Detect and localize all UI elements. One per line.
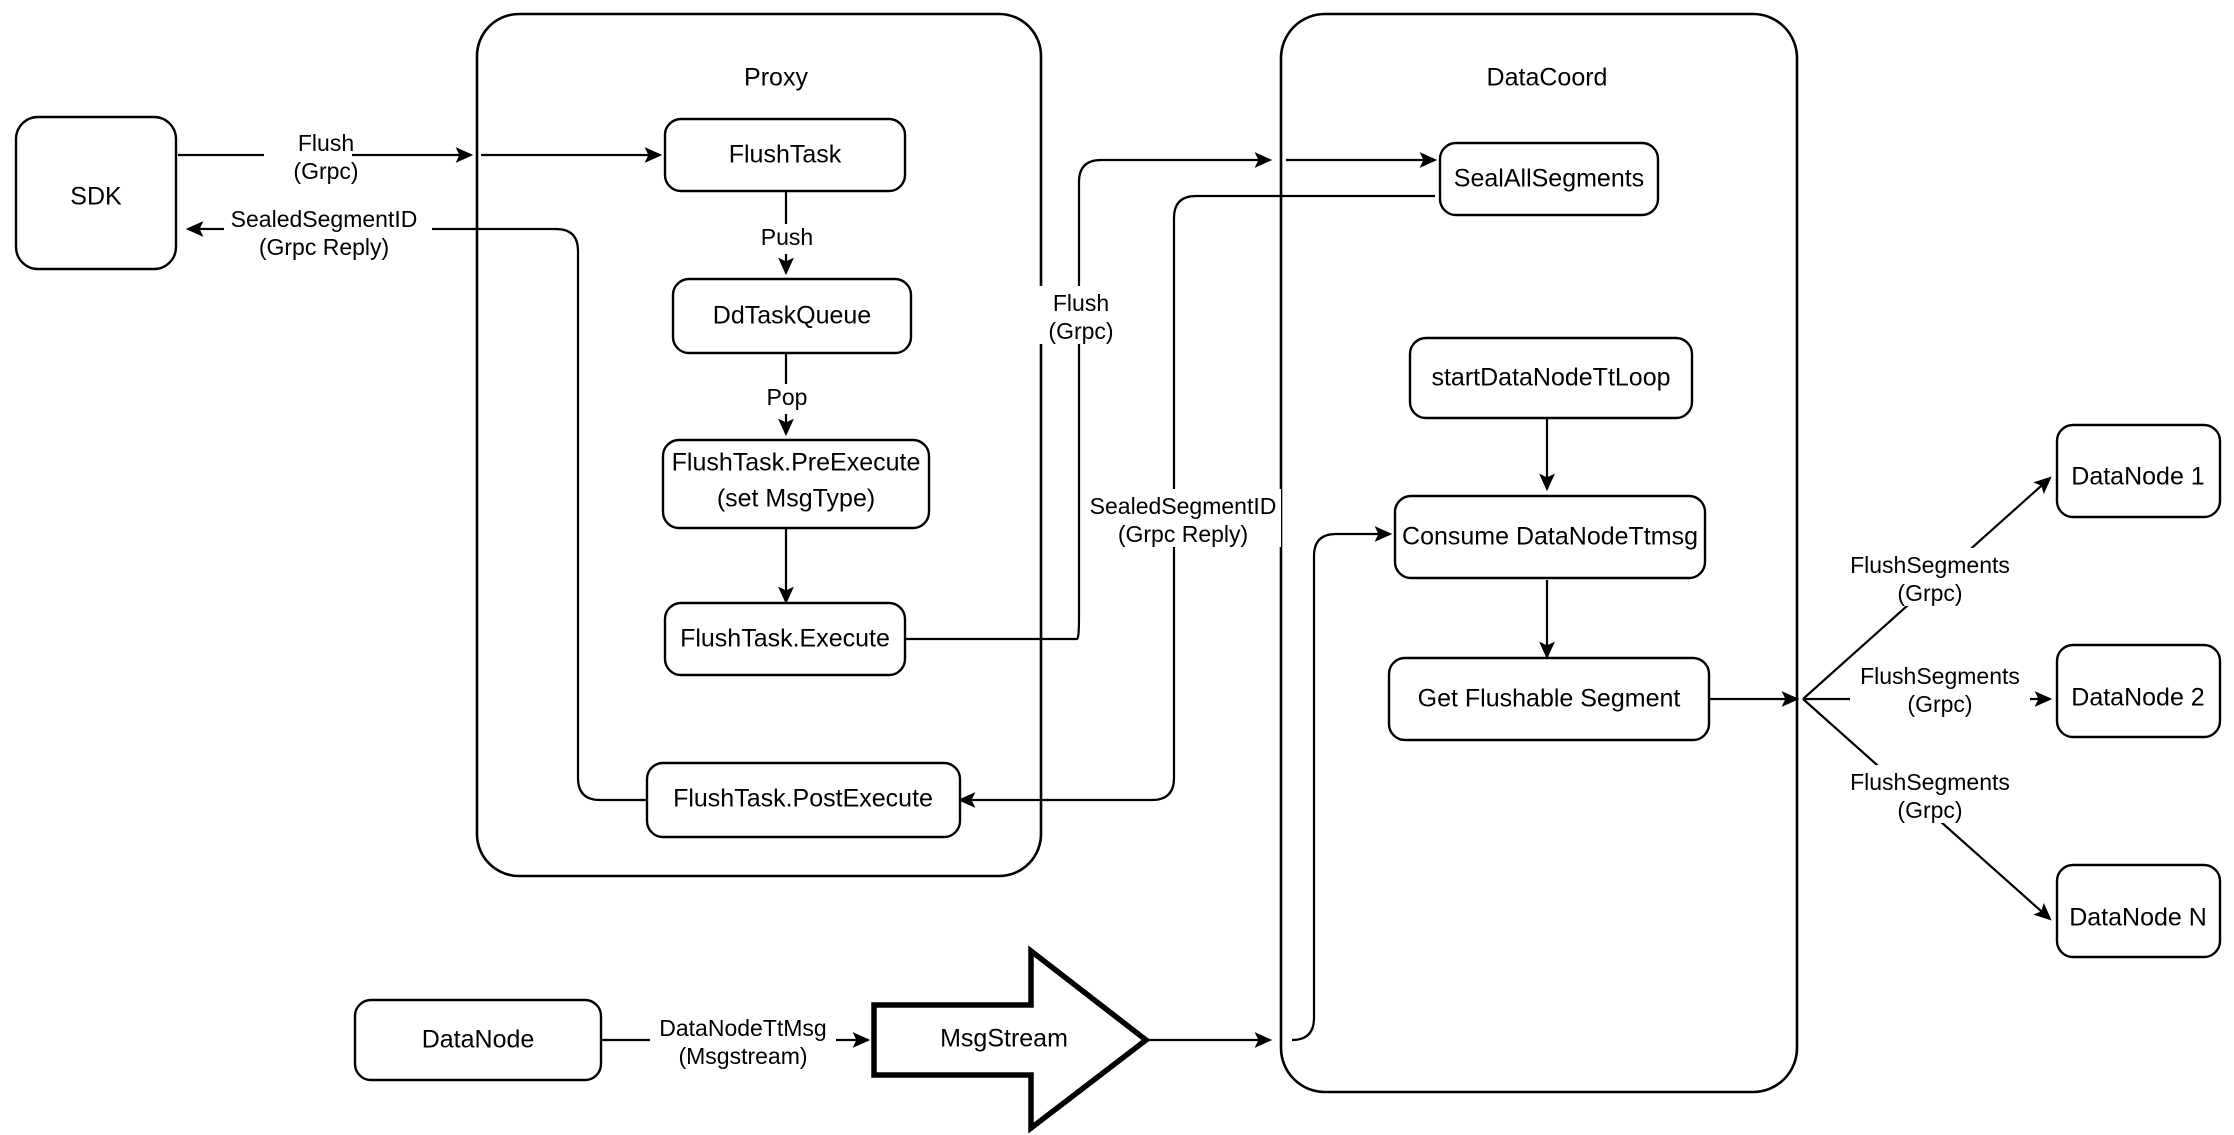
edge-label-ttmsg-line1: DataNodeTtMsg [659, 1015, 826, 1041]
proxy-container-title: Proxy [744, 64, 808, 92]
edge-label-mid-flush-line1: Flush [1053, 290, 1109, 316]
edge-label-sdk-flush-line1: Flush [298, 130, 354, 156]
node-seal-all-segments[interactable]: SealAllSegments [1438, 141, 1660, 217]
node-consume-ttmsg-label: Consume DataNodeTtmsg [1402, 523, 1698, 551]
node-datanode-n-label: DataNode N [2069, 904, 2207, 932]
edge-execute-to-datacoord-flush [905, 152, 1273, 641]
edge-sealallsegments-reply-to-postexecute [957, 194, 1435, 808]
edge-label-flush-segments-1-line1: FlushSegments [1850, 552, 2010, 578]
edge-label-mid-reply-line1: SealedSegmentID [1090, 493, 1277, 519]
node-flushtask-execute[interactable]: FlushTask.Execute [663, 601, 907, 677]
edge-datacoord-boundary-to-consume [1291, 526, 1393, 1042]
node-seal-all-segments-label: SealAllSegments [1454, 165, 1644, 193]
edge-label-mid-flush: Flush (Grpc) [1039, 286, 1125, 344]
edge-label-flush-segments-2-line2: (Grpc) [1907, 691, 1972, 717]
node-preexecute-label-line2: (set MsgType) [717, 485, 875, 513]
node-get-flushable-segment[interactable]: Get Flushable Segment [1387, 656, 1711, 742]
node-datanode-1-label: DataNode 1 [2071, 463, 2204, 491]
node-consume-datanode-ttmsg[interactable]: Consume DataNodeTtmsg [1393, 494, 1707, 580]
node-flushtask-preexecute[interactable]: FlushTask.PreExecute (set MsgType) [661, 438, 931, 530]
node-postexecute-label: FlushTask.PostExecute [673, 785, 933, 813]
node-datanode-n[interactable]: DataNode N [2055, 863, 2222, 959]
node-flush-task-label: FlushTask [729, 141, 842, 169]
edge-label-ttmsg-line2: (Msgstream) [678, 1043, 807, 1069]
edge-label-sdk-reply-line1: SealedSegmentID [231, 206, 418, 232]
node-flush-task[interactable]: FlushTask [663, 117, 907, 193]
node-flushtask-postexecute[interactable]: FlushTask.PostExecute [645, 761, 962, 839]
edge-label-mid-reply-line2: (Grpc Reply) [1118, 521, 1248, 547]
node-dd-task-queue-label: DdTaskQueue [713, 302, 871, 330]
node-datanode-1[interactable]: DataNode 1 [2055, 423, 2222, 519]
edge-label-mid-flush-line2: (Grpc) [1048, 318, 1113, 344]
node-datanode-source[interactable]: DataNode [353, 998, 603, 1082]
edge-label-mid-reply: SealedSegmentID (Grpc Reply) [1087, 489, 1281, 547]
edge-label-sdk-reply-line2: (Grpc Reply) [259, 234, 389, 260]
node-datanode-2-label: DataNode 2 [2071, 684, 2204, 712]
node-get-flushable-label: Get Flushable Segment [1418, 685, 1681, 713]
node-datanode-source-label: DataNode [422, 1026, 535, 1054]
edge-label-flush-segments-n: FlushSegments (Grpc) [1840, 765, 2020, 823]
node-start-datanode-tt-loop[interactable]: startDataNodeTtLoop [1408, 336, 1694, 420]
edge-label-push: Push [752, 224, 822, 254]
edge-label-push-text: Push [761, 224, 813, 250]
edge-label-flush-segments-1: FlushSegments (Grpc) [1840, 548, 2020, 606]
node-msgstream-label: MsgStream [940, 1025, 1068, 1053]
datacoord-container: DataCoord [1279, 12, 1799, 1094]
edge-label-pop: Pop [756, 384, 818, 414]
node-start-tt-loop-label: startDataNodeTtLoop [1431, 364, 1670, 392]
node-datanode-2[interactable]: DataNode 2 [2055, 643, 2222, 739]
node-msgstream[interactable]: MsgStream [871, 945, 1151, 1134]
node-sdk-label: SDK [70, 183, 122, 211]
edge-label-flush-segments-1-line2: (Grpc) [1897, 580, 1962, 606]
edge-label-flush-segments-n-line1: FlushSegments [1850, 769, 2010, 795]
datacoord-container-title: DataCoord [1487, 64, 1608, 92]
edge-label-ttmsg: DataNodeTtMsg (Msgstream) [650, 1012, 836, 1070]
edge-label-pop-text: Pop [767, 384, 808, 410]
node-execute-label: FlushTask.Execute [680, 625, 890, 653]
edge-label-sdk-reply: SealedSegmentID (Grpc Reply) [224, 202, 432, 260]
edge-label-flush-segments-2-line1: FlushSegments [1860, 663, 2020, 689]
node-preexecute-label-line1: FlushTask.PreExecute [672, 449, 921, 477]
edge-label-flush-segments-n-line2: (Grpc) [1897, 797, 1962, 823]
node-sdk[interactable]: SDK [14, 115, 178, 271]
edge-label-flush-segments-2: FlushSegments (Grpc) [1850, 659, 2030, 717]
node-dd-task-queue[interactable]: DdTaskQueue [671, 277, 913, 355]
edge-postexecute-to-sdk-reply [185, 221, 648, 802]
edge-label-sdk-flush: Flush (Grpc) [264, 127, 359, 185]
proxy-container: Proxy [475, 12, 1043, 878]
edge-label-sdk-flush-line2: (Grpc) [293, 158, 358, 184]
